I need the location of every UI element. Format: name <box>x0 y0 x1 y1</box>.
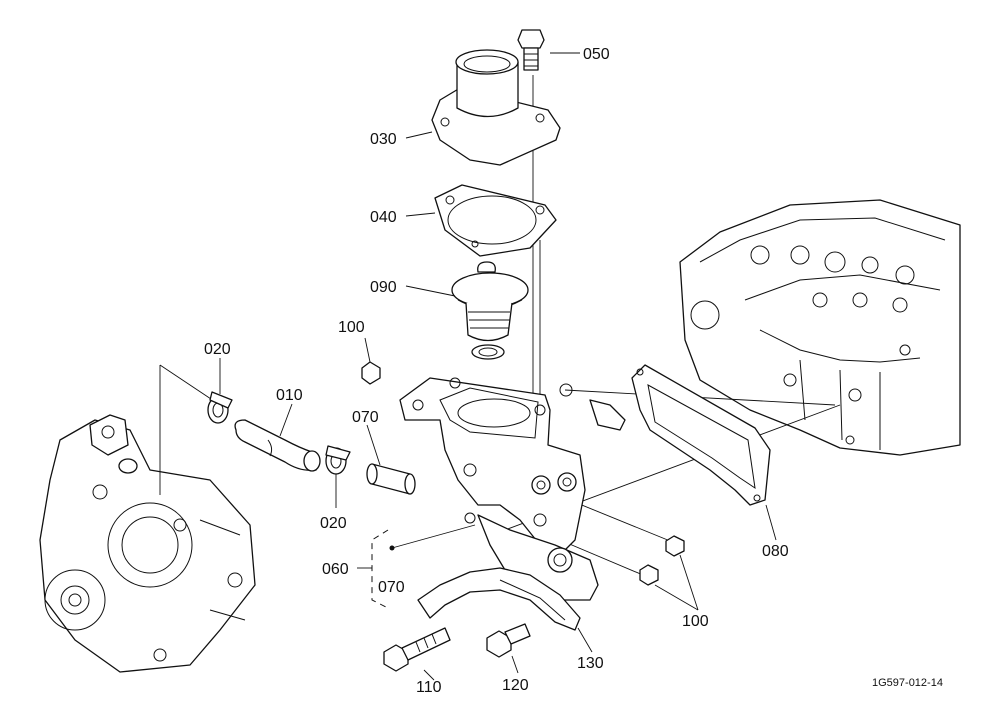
part-090-thermostat <box>451 261 529 360</box>
part-040-gasket <box>434 184 557 257</box>
callout-030: 030 <box>370 131 397 148</box>
part-020-clamp-top <box>207 391 233 424</box>
part-070-pipe <box>366 463 416 495</box>
callout-110: 110 <box>416 679 442 696</box>
part-050-bolt <box>517 29 545 71</box>
part-130-bracket <box>417 567 581 631</box>
callout-040: 040 <box>370 209 397 226</box>
callout-leaders <box>219 52 777 681</box>
cylinder-head <box>679 199 961 456</box>
callout-100-top: 100 <box>338 319 365 336</box>
part-020-clamp-bottom <box>325 445 351 475</box>
part-110-bolt <box>383 627 451 672</box>
callout-050: 050 <box>583 46 610 63</box>
part-030-thermostat-cover <box>431 49 561 166</box>
callout-090: 090 <box>370 279 397 296</box>
part-060-thermostat-housing <box>399 377 626 601</box>
callout-070-mid: 070 <box>352 409 379 426</box>
callout-060: 060 <box>322 561 349 578</box>
callout-080: 080 <box>762 543 789 560</box>
callout-070-bottom: 070 <box>378 579 405 596</box>
callout-010: 010 <box>276 387 303 404</box>
drawing-number: 1G597-012-14 <box>872 677 943 689</box>
part-010-hose <box>234 419 321 472</box>
group-bracket-060-070 <box>371 529 395 609</box>
callout-120: 120 <box>502 677 529 694</box>
callout-100-bottom: 100 <box>682 613 709 630</box>
callout-130: 130 <box>577 655 604 672</box>
water-pump <box>39 414 256 673</box>
part-080-gasket <box>631 364 771 506</box>
part-100-plug-bottom-1 <box>665 535 685 557</box>
part-100-plug-top <box>361 361 381 385</box>
part-120-bolt <box>486 623 531 658</box>
callout-020-bottom: 020 <box>320 515 347 532</box>
callout-020-top: 020 <box>204 341 231 358</box>
part-100-plug-bottom-2 <box>639 564 659 586</box>
callout-labels: 050 030 040 090 100 020 010 070 020 060 … <box>204 46 789 696</box>
